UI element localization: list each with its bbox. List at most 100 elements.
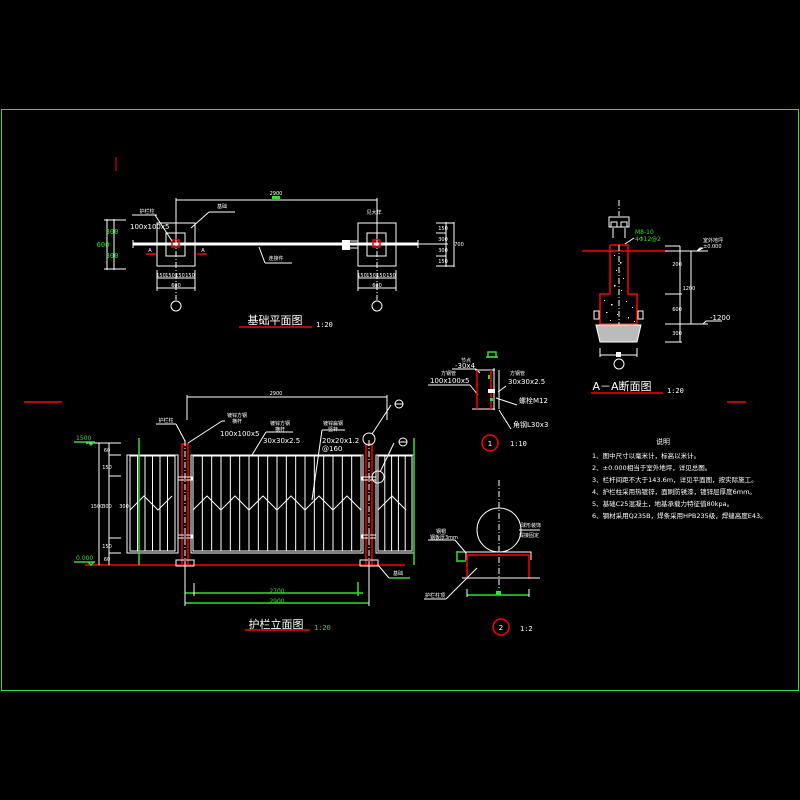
fence-zigzag (192, 495, 362, 511)
elev-bars-middle (201, 456, 353, 551)
svg-text:1200: 1200 (683, 286, 696, 292)
elev-detail-callout-2-ring (362, 432, 376, 446)
detail2-cap-size: 钢板厚3mm (430, 534, 458, 541)
detail1-plate-size: -30x4 (455, 362, 476, 370)
fence-elevation: 2900 (74, 391, 415, 632)
svg-text:150: 150 (366, 273, 376, 279)
plan-left-dims: 150 150 150 150 600 (156, 270, 196, 291)
svg-text:600: 600 (171, 283, 181, 289)
plan-right-side-dims: 150 300 300 150 700 (436, 222, 464, 267)
elev-base-label: 基础 (393, 570, 403, 577)
plan-connector-block (342, 240, 350, 250)
detail2-ball-label: 球形装饰 (521, 522, 541, 529)
svg-text:150: 150 (386, 273, 396, 279)
elev-post-size: 100x100x5 (220, 430, 259, 438)
detail2-scale: 1:2 (520, 625, 533, 633)
section-ground-elev: ±0.000 (703, 244, 722, 250)
fence-zigzag (377, 495, 407, 511)
elev-bottom-elev: 0.000 (76, 555, 93, 562)
plan-span-dim-marker (272, 196, 280, 199)
svg-text:150: 150 (102, 544, 112, 550)
elev-bar-type: 镀锌扁钢 (323, 420, 343, 427)
svg-text:600: 600 (372, 283, 382, 289)
elev-panel-left (126, 454, 179, 554)
section-gravel-bed (595, 324, 642, 343)
detail1-number-circle (481, 434, 499, 452)
elev-bar-size: 20x20x1.2 (322, 437, 359, 445)
section-bolt-label: M8-10 (635, 229, 654, 236)
elev-bar-spacing: @160 (322, 445, 342, 453)
svg-text:150: 150 (438, 226, 448, 232)
svg-text:60: 60 (104, 557, 110, 563)
svg-text:300: 300 (438, 237, 448, 243)
svg-text:700: 700 (454, 242, 464, 248)
svg-text:600: 600 (97, 241, 110, 249)
detail2-number-circle (492, 618, 510, 636)
detail2-base-label: 护栏柱顶 (425, 592, 445, 599)
notes-item-1: 1、图中尺寸以毫米计，标高以米计。 (592, 451, 700, 460)
detail1-scale: 1:10 (510, 440, 527, 448)
detail2-ball-note: 焊接固定 (519, 532, 539, 539)
section-mark-a-left: A (148, 248, 152, 254)
plan-title: 基础平面图 (248, 314, 303, 327)
section-mark-a-right: A (201, 248, 205, 254)
svg-text:600: 600 (672, 307, 682, 313)
svg-text:300: 300 (102, 504, 112, 510)
elev-bottom-dim-outer: 2900 (269, 598, 284, 605)
detail1-weld-label: 螺栓M12 (519, 396, 548, 405)
elev-left-dims: 60 150 300 300 150 60 1500 (86, 442, 129, 565)
elev-bars-left (137, 456, 168, 551)
plan-scale: 1:20 (316, 321, 333, 329)
foundation-plan: 2900 护栏柱 100x100x5 基础 连接件 见大样 A (97, 191, 464, 329)
svg-text:300: 300 (672, 331, 682, 337)
elev-scale: 1:20 (314, 624, 331, 632)
elev-span-label: 2900 (270, 391, 283, 397)
plan-axis-bubble-left (170, 300, 182, 312)
svg-text:150: 150 (185, 273, 195, 279)
notes-item-5: 5、基础C25混凝土，地基承载力特征值80kpa。 (592, 499, 733, 508)
notes-item-2: 2、±0.000相当于室外地坪，详见总图。 (592, 463, 711, 472)
detail1-rail-label: 方钢管 (510, 370, 525, 377)
section-concrete-hatch (604, 255, 635, 322)
plan-axis-bubble-right (371, 300, 383, 312)
svg-text:150: 150 (438, 259, 448, 265)
section-scale: 1:20 (667, 387, 684, 395)
svg-text:60: 60 (104, 448, 110, 454)
svg-text:150: 150 (175, 273, 185, 279)
elev-panel-middle (190, 454, 364, 554)
elev-post-label: 护栏柱 (158, 417, 173, 424)
elev-title: 护栏立面图 (249, 617, 304, 631)
svg-text:150: 150 (376, 273, 386, 279)
elev-rail-label: 横杆 (275, 426, 285, 433)
elev-panel-right (375, 454, 415, 554)
detail1-rail-size: 30x30x2.5 (508, 378, 545, 386)
svg-text:150: 150 (156, 273, 166, 279)
plan-post-label: 护栏柱 (139, 208, 154, 215)
section-a-a: M8-10 4Φ12@2 200 (582, 200, 730, 395)
elev-rail-type: 镀锌方钢 (270, 420, 290, 427)
elev-bars-right (384, 456, 406, 551)
detail2-cap-label: 钢帽 (436, 528, 446, 535)
svg-text:1500: 1500 (91, 504, 104, 510)
section-title: A－A断面图 (592, 379, 651, 393)
detail1-post-label: 方钢管 (441, 370, 456, 377)
svg-text:150: 150 (165, 273, 175, 279)
plan-base-label: 基础 (217, 203, 227, 210)
section-bottom-elev: -1200 (710, 314, 730, 322)
notes-title: 说明 (656, 437, 670, 446)
notes-item-4: 4、护栏柱采用热镀锌，面刷防锈漆，镀锌层厚度6mm。 (592, 487, 756, 496)
detail1-number: 1 (488, 440, 492, 448)
svg-text:300: 300 (106, 228, 119, 236)
svg-text:200: 200 (672, 262, 682, 268)
detail2-cap-outline (466, 554, 530, 579)
detail-2: 钢帽 钢板厚3mm 球形装饰 焊接固定 护栏柱顶 2 1:2 (424, 480, 541, 636)
elev-bottom-dim-inner: 2700 (269, 588, 284, 595)
svg-text:300: 300 (438, 248, 448, 254)
plan-rail-label: 连接件 (268, 255, 283, 262)
svg-text:150: 150 (357, 273, 367, 279)
elev-top-elev: 1500 (76, 435, 91, 442)
elev-rail-size: 30x30x2.5 (263, 437, 300, 445)
detail-1: 节点 -30x4 方钢管 100x100x5 方钢管 30x30x2.5 螺栓M… (428, 351, 548, 452)
detail2-number: 2 (499, 624, 503, 632)
